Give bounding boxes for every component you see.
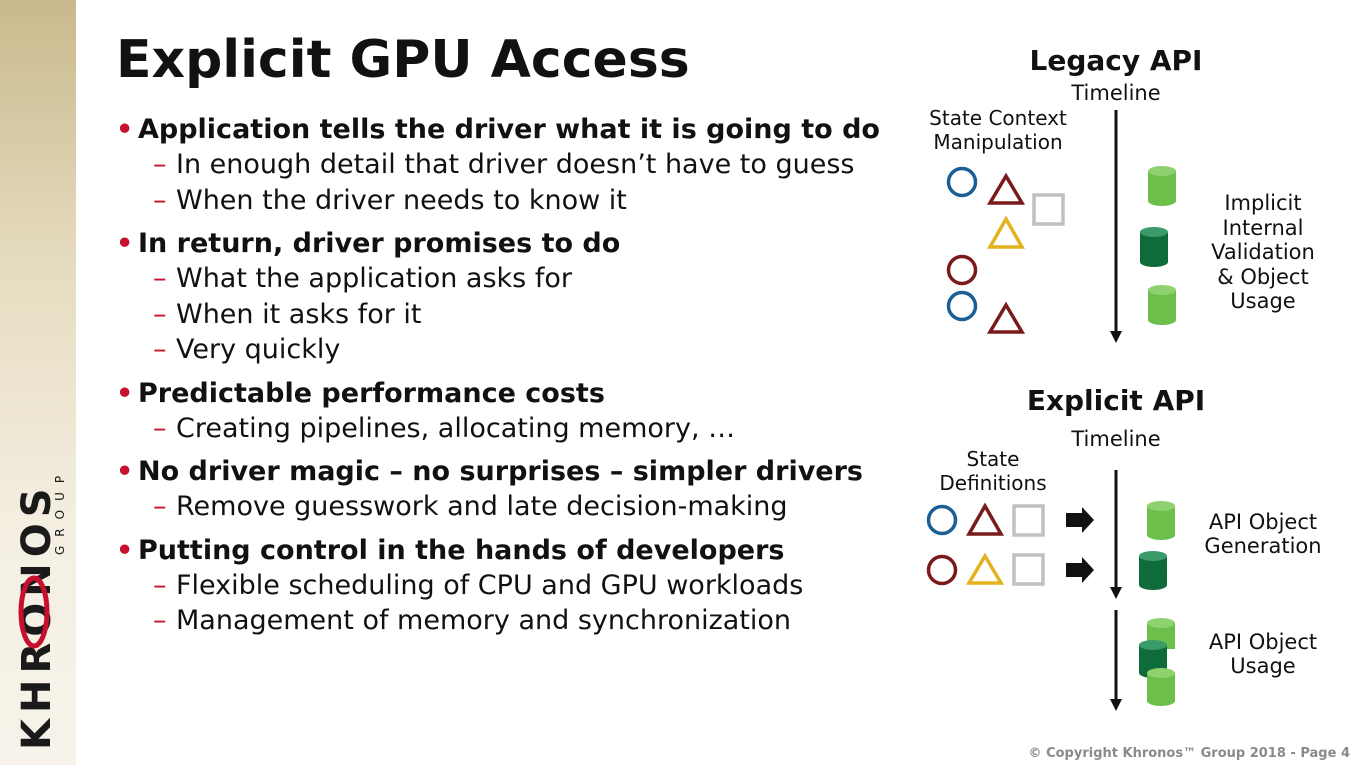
legacy-left-label-1: State Context (929, 106, 1067, 130)
bullet-group: •Putting control in the hands of develop… (116, 533, 876, 639)
right-arrow-icon (1066, 557, 1094, 583)
sub-bullet-item: –What the application asks for (116, 261, 876, 297)
sub-bullet-text: Management of memory and synchronization (176, 605, 792, 636)
sub-bullet-dash-icon: – (153, 491, 167, 522)
bullet-dot-icon: • (116, 114, 134, 145)
red-circle-icon (946, 254, 978, 286)
sub-bullet-item: –Very quickly (116, 332, 876, 368)
copyright-footer: © Copyright Khronos™ Group 2018 - Page 4 (1028, 746, 1350, 761)
usage-timeline-arrowhead (1110, 699, 1122, 711)
cylinder-stack-icon (1139, 618, 1175, 706)
sub-bullet-item: –When the driver needs to know it (116, 183, 876, 219)
legacy-right-label-5: Usage (1230, 289, 1295, 313)
sub-bullet-text: Flexible scheduling of CPU and GPU workl… (176, 569, 804, 601)
sub-bullet-item: –Management of memory and synchronizatio… (116, 603, 876, 639)
sub-bullet-item: –In enough detail that driver doesn’t ha… (116, 147, 876, 183)
red-triangle-icon (986, 301, 1026, 334)
bullet-item: •Application tells the driver what it is… (116, 112, 880, 147)
sub-bullet-text: Very quickly (176, 334, 341, 365)
explicit-title: Explicit API (1027, 384, 1205, 417)
sub-bullet-item: –Flexible scheduling of CPU and GPU work… (116, 568, 876, 604)
generation-label-1: API Object (1209, 510, 1317, 534)
sub-bullet-text: When the driver needs to know it (176, 184, 627, 216)
logo-swoosh (18, 575, 50, 649)
dark-cylinder-icon (1139, 551, 1167, 590)
legacy-right-label-2: Internal (1223, 216, 1304, 240)
bullet-group: •Predictable performance costs–Creating … (116, 376, 876, 447)
usage-label-1: API Object (1209, 630, 1317, 654)
light-cylinder-icon (1148, 166, 1176, 206)
dark-cylinder-icon (1140, 227, 1168, 267)
bullet-item: •No driver magic – no surprises – simple… (116, 454, 876, 489)
bullet-text: Application tells the driver what it is … (138, 114, 880, 145)
sub-bullet-dash-icon: – (153, 605, 167, 636)
bullet-group: •In return, driver promises to do–What t… (116, 226, 876, 368)
legacy-title: Legacy API (1030, 44, 1203, 77)
blue-circle-icon (946, 166, 978, 198)
blue-circle-icon (926, 504, 958, 536)
red-triangle-icon (986, 172, 1026, 205)
light-cylinder-icon (1147, 501, 1175, 540)
red-triangle-icon (965, 502, 1005, 536)
gray-square-icon (1012, 504, 1045, 537)
sub-bullet-dash-icon: – (153, 149, 167, 180)
bullet-group: •Application tells the driver what it is… (116, 112, 880, 219)
gray-square-icon (1032, 193, 1065, 226)
khronos-logo: KHRONOS GROUP (14, 467, 67, 750)
generation-timeline-arrowhead (1110, 587, 1122, 599)
logo-subtext: GROUP (53, 467, 67, 555)
blue-circle-icon (946, 290, 978, 322)
light-cylinder-icon (1148, 285, 1176, 325)
bullet-item: •Predictable performance costs (116, 376, 876, 411)
bullet-dot-icon: • (116, 456, 134, 487)
legacy-right-label-1: Implicit (1224, 191, 1301, 215)
right-arrow-icon (1066, 507, 1094, 533)
sub-bullet-dash-icon: – (153, 263, 167, 294)
api-comparison-diagram: Legacy API Timeline State Context Manipu… (926, 44, 1322, 711)
sub-bullet-dash-icon: – (153, 334, 167, 365)
explicit-timeline-label: Timeline (1070, 427, 1160, 451)
sub-bullet-text: Creating pipelines, allocating memory, … (176, 412, 736, 444)
sub-bullet-item: –Remove guesswork and late decision-maki… (116, 489, 876, 525)
bullet-dot-icon: • (116, 534, 134, 566)
sub-bullet-item: –When it asks for it (116, 297, 876, 333)
legacy-timeline-arrowhead (1110, 331, 1122, 343)
sub-bullet-dash-icon: – (153, 412, 167, 444)
sub-bullet-dash-icon: – (153, 298, 167, 330)
red-circle-icon (926, 554, 958, 586)
sub-bullet-text: When it asks for it (176, 298, 422, 330)
sub-bullet-item: –Creating pipelines, allocating memory, … (116, 411, 876, 447)
bullet-item: •Putting control in the hands of develop… (116, 533, 876, 568)
explicit-left-label-2: Definitions (939, 471, 1046, 495)
usage-label-2: Usage (1230, 654, 1295, 678)
yellow-triangle-icon (965, 552, 1005, 585)
gray-square-icon (1012, 553, 1045, 586)
bullet-text: Putting control in the hands of develope… (138, 534, 785, 566)
bullet-item: •In return, driver promises to do (116, 226, 876, 261)
sidebar-band (0, 0, 76, 765)
sub-bullet-dash-icon: – (153, 184, 167, 216)
legacy-timeline-label: Timeline (1070, 81, 1160, 105)
bullet-text: No driver magic – no surprises – simpler… (138, 456, 864, 487)
sub-bullet-text: In enough detail that driver doesn’t hav… (176, 149, 855, 180)
explicit-left-label-1: State (967, 447, 1020, 471)
sub-bullet-text: Remove guesswork and late decision-makin… (176, 491, 788, 522)
generation-label-2: Generation (1204, 534, 1321, 558)
page-title: Explicit GPU Access (116, 30, 690, 90)
bullet-dot-icon: • (116, 377, 134, 409)
bullet-text: In return, driver promises to do (138, 228, 621, 259)
legacy-left-label-2: Manipulation (933, 130, 1062, 154)
legacy-right-label-4: & Object (1217, 265, 1308, 289)
yellow-triangle-icon (986, 215, 1026, 249)
bullet-group: •No driver magic – no surprises – simple… (116, 454, 876, 525)
bullet-text: Predictable performance costs (138, 377, 605, 409)
legacy-right-label-3: Validation (1211, 240, 1315, 264)
bullet-dot-icon: • (116, 228, 134, 259)
sub-bullet-text: What the application asks for (176, 263, 572, 294)
bullet-list: •Application tells the driver what it is… (116, 112, 880, 647)
sub-bullet-dash-icon: – (153, 569, 167, 601)
